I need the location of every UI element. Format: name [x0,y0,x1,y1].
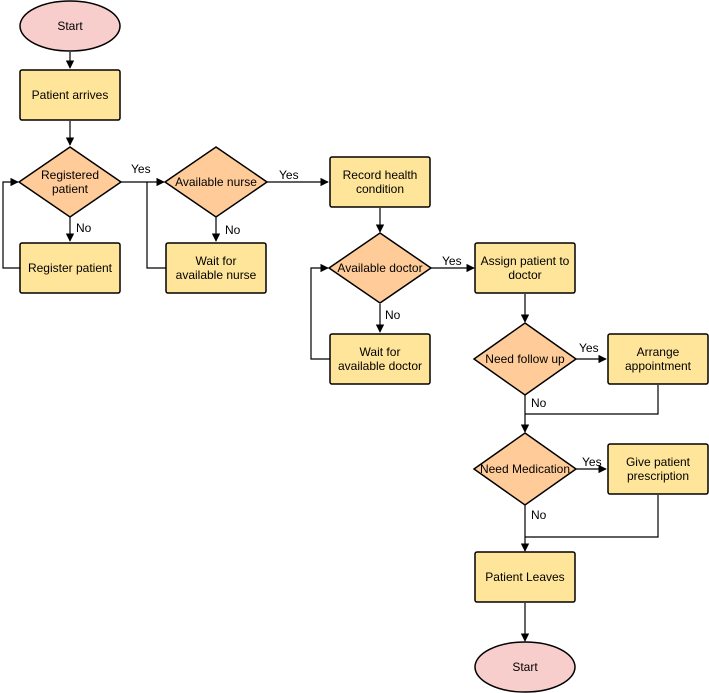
terminal-ellipse [474,641,576,693]
edge-label-registered-yes: Yes [131,162,151,176]
node-register-patient: Register patient [19,242,121,294]
edge-register-loop [2,177,20,269]
node-label-end-line-1: Start [512,660,538,674]
node-label-arrange-appointment-line-2: appointment [625,359,692,373]
node-need-follow-up: Need follow up [472,322,578,396]
edge-label-nurse-no: No [225,223,241,237]
node-label-wait-doctor-line-1: Wait for [360,345,401,359]
node-label-registered-patient-line-1: Registered [41,168,99,182]
decision-diamond [327,232,433,304]
decision-diamond [472,432,578,506]
node-patient-leaves: Patient Leaves [474,551,576,603]
node-label-wait-nurse-line-1: Wait for [196,254,237,268]
decision-diamond [163,146,269,218]
node-label-record-health-line-2: condition [356,182,404,196]
decision-diamond [17,146,123,218]
process-box [474,551,576,603]
node-label-assign-patient-line-1: Assign patient to [481,254,570,268]
edge-doctor-loop [310,263,330,360]
node-label-registered-patient-line-2: patient [52,182,89,196]
node-label-record-health-line-1: Record health [343,168,418,182]
edge-label-doctor-yes: Yes [442,254,462,268]
node-label-give-prescription-line-2: prescription [627,469,689,483]
node-patient-arrives: Patient arrives [19,69,121,121]
terminal-ellipse [19,0,121,52]
edge-label-nurse-yes: Yes [279,168,299,182]
node-end: Start [474,641,576,693]
process-box [474,242,576,294]
node-label-need-follow-up-line-1: Need follow up [485,352,565,366]
node-label-available-doctor-line-1: Available doctor [337,261,422,275]
process-box [607,333,709,385]
edge-nurse-loop [146,182,166,269]
edge-label-medication-no: No [531,508,547,522]
node-label-patient-arrives-line-1: Patient arrives [32,88,109,102]
edge-label-follow-no: No [531,396,547,410]
node-need-medication: Need Medication [472,432,578,506]
process-box [607,443,709,495]
node-available-doctor: Available doctor [327,232,433,304]
edge-label-medication-yes: Yes [582,455,602,469]
process-box [329,333,431,385]
decision-diamond [472,322,578,396]
edge-prescription-merge [525,495,659,538]
process-box [19,242,121,294]
edge-appointment-merge [525,385,659,415]
node-label-start-line-1: Start [57,19,83,33]
process-box [329,156,431,208]
node-available-nurse: Available nurse [163,146,269,218]
process-box [19,69,121,121]
process-box [165,242,267,294]
edge-label-doctor-no: No [385,308,401,322]
node-label-assign-patient-line-2: doctor [508,268,541,282]
node-label-register-patient-line-1: Register patient [28,261,113,275]
edge-label-follow-yes: Yes [579,341,599,355]
node-label-arrange-appointment-line-1: Arrange [637,345,680,359]
node-label-need-medication-line-1: Need Medication [480,462,570,476]
node-label-available-nurse-line-1: Available nurse [175,175,257,189]
node-label-give-prescription-line-1: Give patient [626,455,691,469]
node-label-patient-leaves-line-1: Patient Leaves [485,570,564,584]
node-label-wait-doctor-line-2: available doctor [338,359,422,373]
node-label-wait-nurse-line-2: available nurse [176,268,257,282]
edge-label-registered-no: No [76,221,92,235]
node-start: Start [19,0,121,52]
